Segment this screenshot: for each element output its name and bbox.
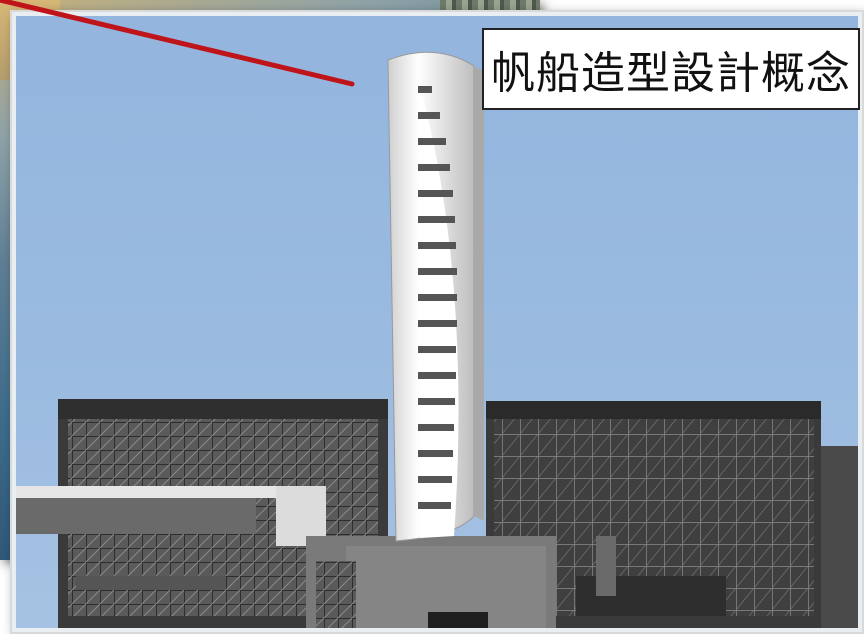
right-podium (486, 401, 858, 628)
render-sky (16, 16, 858, 628)
caption-box: 帆船造型設計概念 (482, 28, 860, 110)
caption-text: 帆船造型設計概念 (491, 48, 851, 99)
sail-tower-icon (387, 51, 484, 542)
tower-base (306, 536, 556, 628)
building-render (16, 51, 858, 628)
render-frame (12, 12, 862, 632)
tower-floor-slots (418, 86, 457, 509)
